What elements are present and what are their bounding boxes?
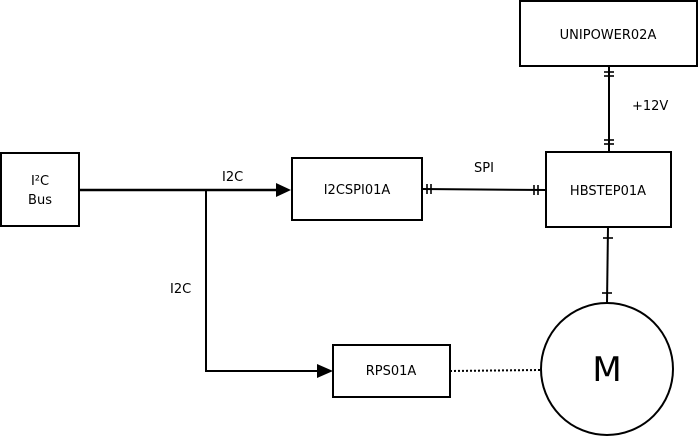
node-i2cspi-label: I2CSPI01A <box>324 183 391 198</box>
node-bus-line1: I²C <box>31 174 49 189</box>
node-rps01a: RPS01A <box>332 344 451 398</box>
edge-hbstep-to-motor <box>606 226 609 304</box>
edge-bus-to-rps <box>205 190 320 372</box>
node-i2c-bus: I²C Bus <box>0 152 80 227</box>
edge-label-i2c-branch: I2C <box>170 282 191 297</box>
node-bus-line2: Bus <box>28 193 52 208</box>
node-rps-label: RPS01A <box>366 364 417 379</box>
arrow-head-rps <box>317 364 333 378</box>
node-unipower02a: UNIPOWER02A <box>519 0 698 67</box>
edge-label-i2c-top: I2C <box>222 170 243 185</box>
node-hbstep01a: HBSTEP01A <box>545 151 672 228</box>
node-motor: M <box>540 302 674 436</box>
node-unipower-label: UNIPOWER02A <box>560 28 657 43</box>
edge-label-spi: SPI <box>474 161 494 176</box>
edge-rps-to-motor <box>449 369 541 372</box>
node-hbstep-label: HBSTEP01A <box>570 184 646 199</box>
edge-label-12v: +12V <box>632 99 668 114</box>
node-i2cspi01a: I2CSPI01A <box>291 157 423 221</box>
arrow-head-i2cspi <box>276 183 291 197</box>
edge-i2cspi-to-hbstep <box>421 188 547 191</box>
node-motor-label: M <box>592 350 621 390</box>
